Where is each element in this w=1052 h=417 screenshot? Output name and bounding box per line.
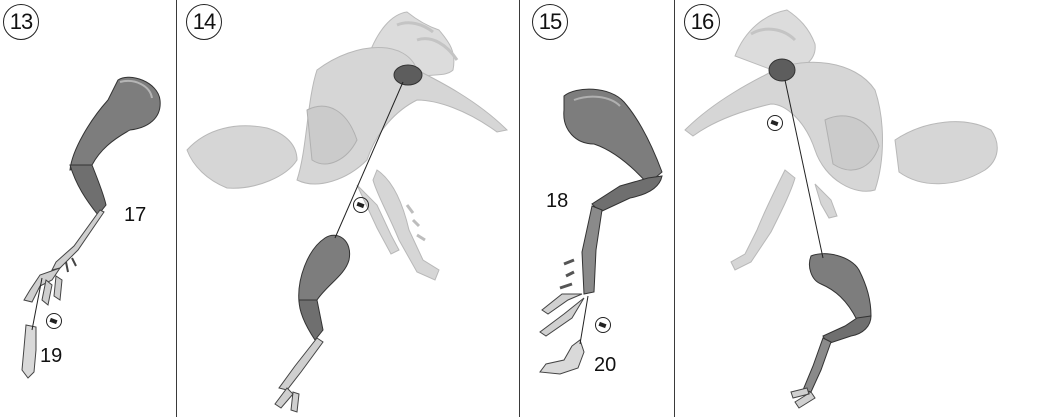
- attach-socket: [769, 59, 795, 81]
- glue-icon: [353, 197, 369, 213]
- step-panel-16: 16: [675, 0, 1052, 417]
- leg-lower-bones: [279, 338, 323, 390]
- part-label: 19: [40, 345, 62, 368]
- leg-part-illustration: [0, 0, 176, 417]
- step-panel-14: 14: [177, 0, 519, 417]
- part-label: 18: [546, 190, 568, 213]
- dragon-head: [187, 126, 297, 188]
- leg-lower-bones: [582, 206, 602, 294]
- glue-icon: [767, 115, 783, 131]
- part-label: 17: [124, 204, 146, 227]
- leg-thigh-part: [299, 235, 350, 302]
- attach-socket: [394, 65, 422, 85]
- step-panel-13: 13 17 19: [0, 0, 176, 417]
- leg-thigh-part: [564, 89, 662, 184]
- toe-part: [22, 325, 36, 378]
- dragon-leg: [731, 170, 795, 270]
- leg-shin-part: [823, 316, 871, 344]
- step-panel-15: 15 18 20: [520, 0, 674, 417]
- leg-lower-bones: [52, 210, 104, 270]
- dragon-model-illustration: [177, 0, 519, 417]
- leg-shin-part: [592, 176, 662, 212]
- part-label: 20: [594, 354, 616, 377]
- leg-lower-bones: [803, 338, 831, 392]
- toe-part: [540, 340, 584, 374]
- glue-icon: [46, 313, 62, 329]
- dragon-model-illustration: [675, 0, 1052, 417]
- leg-thigh-part: [809, 254, 871, 320]
- leg-thigh-part: [70, 77, 160, 170]
- glue-icon: [595, 317, 611, 333]
- dragon-head: [895, 122, 997, 184]
- leg-shin-part: [70, 165, 106, 215]
